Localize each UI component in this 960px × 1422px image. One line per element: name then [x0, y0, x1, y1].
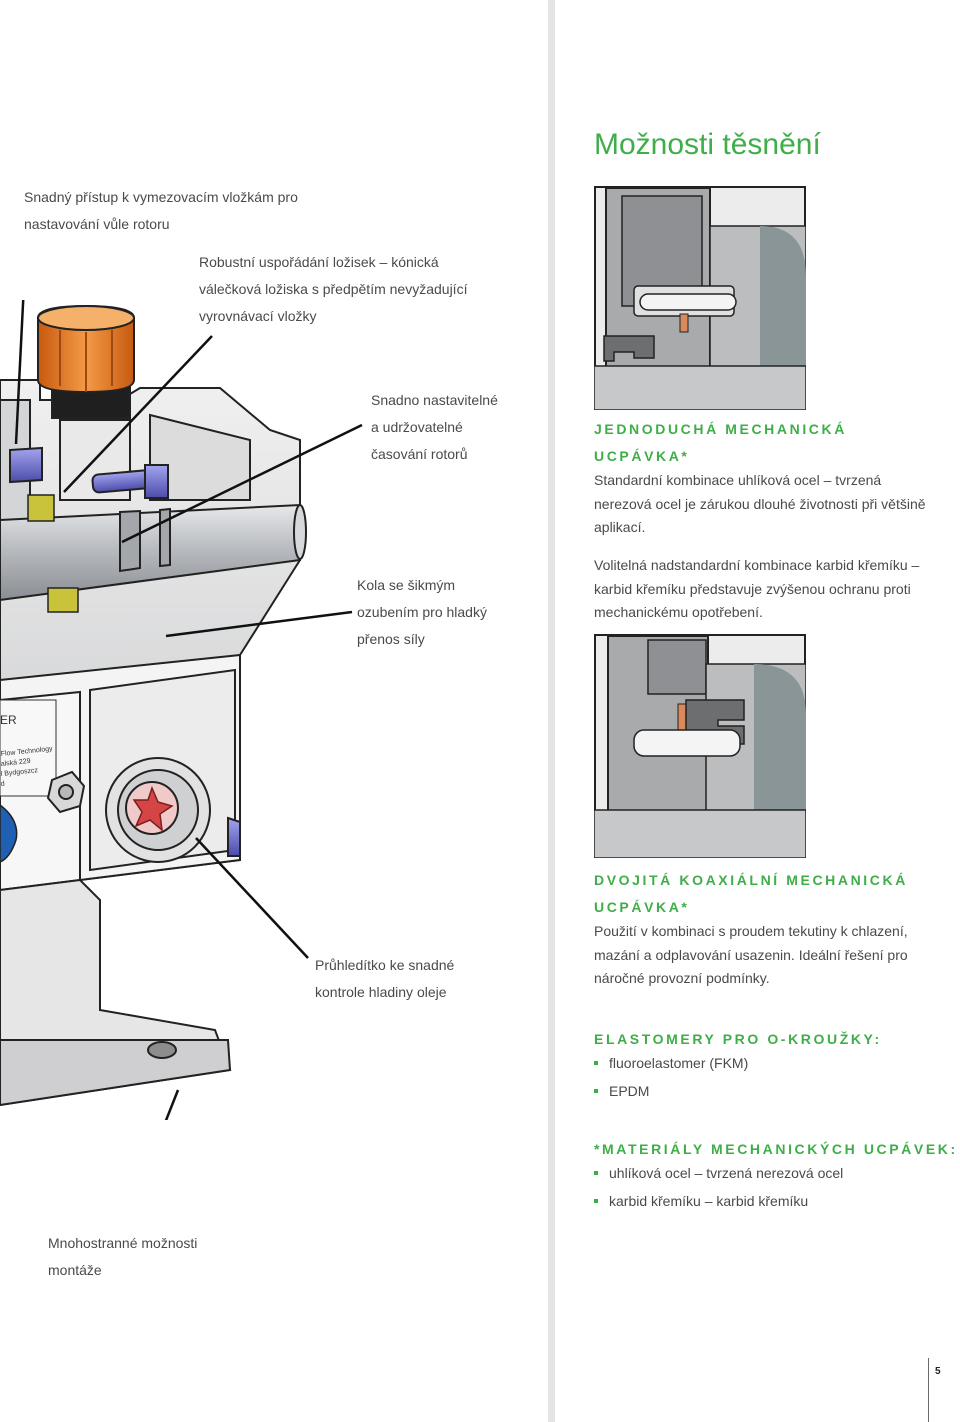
double-seal-illustration [594, 634, 806, 858]
list-item: EPDM [594, 1080, 748, 1108]
nameplate-line-3: l Bydgoszcz [0, 767, 38, 778]
page-number-rule [928, 1358, 929, 1422]
page-number: 5 [935, 1366, 941, 1377]
single-seal-heading: JEDNODUCHÁ MECHANICKÁ UCPÁVKA* [594, 421, 847, 464]
elastomers-heading: ELASTOMERY PRO O-KROUŽKY: [594, 1031, 882, 1047]
rotor-timing-knob-icon [37, 304, 135, 419]
brand-logo-icon [0, 804, 18, 863]
single-seal-option-text: Volitelná nadstandardní kombinace karbid… [594, 557, 920, 620]
nameplate-line-2: alská 229 [0, 758, 31, 768]
pump-cutaway-illustration: ER Flow Technology alská 229 l Bydgoszcz… [0, 300, 363, 1120]
mounting-foot [0, 878, 232, 1107]
helical-gear [27, 494, 79, 613]
seal-materials-heading: *MATERIÁLY MECHANICKÝCH UCPÁVEK: [594, 1141, 958, 1157]
nameplate-letter: ER [0, 713, 17, 727]
callout-mounting: Mnohostranné možnosti montáže [48, 1235, 198, 1278]
housing-bolt-icon [9, 446, 169, 499]
page-title: Možnosti těsnění [594, 128, 821, 161]
pump-shaft [0, 503, 307, 602]
column-divider [548, 0, 555, 1422]
callout-sight-glass: Průhledítko ke snadné kontrole hladiny o… [315, 957, 455, 1000]
callout-timing: Snadno nastavitelné a udržovatelné časov… [371, 392, 498, 462]
seal-materials-list: uhlíková ocel – tvrzená nerezová ocel ka… [594, 1162, 843, 1218]
nameplate-line-4: d [0, 781, 5, 788]
callout-rotor-inserts: Snadný přístup k vymezovacím vložkám pro… [24, 189, 298, 232]
double-seal-text: Použití v kombinaci s proudem tekutiny k… [594, 923, 908, 986]
single-seal-text: Standardní kombinace uhlíková ocel – tvr… [594, 472, 926, 535]
list-item: uhlíková ocel – tvrzená nerezová ocel [594, 1162, 843, 1190]
hex-nut [46, 770, 86, 814]
callout-leader-lines [14, 300, 363, 1120]
single-seal-illustration [594, 186, 806, 410]
callout-gears: Kola se šikmým ozubením pro hladký přeno… [357, 577, 487, 647]
double-seal-heading: DVOJITÁ KOAXIÁLNÍ MECHANICKÁ UCPÁVKA* [594, 872, 908, 915]
callout-bearings: Robustní uspořádání ložisek – kónická vá… [199, 254, 468, 324]
list-item: fluoroelastomer (FKM) [594, 1052, 748, 1080]
elastomers-list: fluoroelastomer (FKM) EPDM [594, 1052, 748, 1108]
oil-sight-glass [105, 757, 211, 863]
list-item: karbid křemíku – karbid křemíku [594, 1190, 843, 1218]
nameplate: ER Flow Technology alská 229 l Bydgoszcz… [0, 699, 57, 863]
